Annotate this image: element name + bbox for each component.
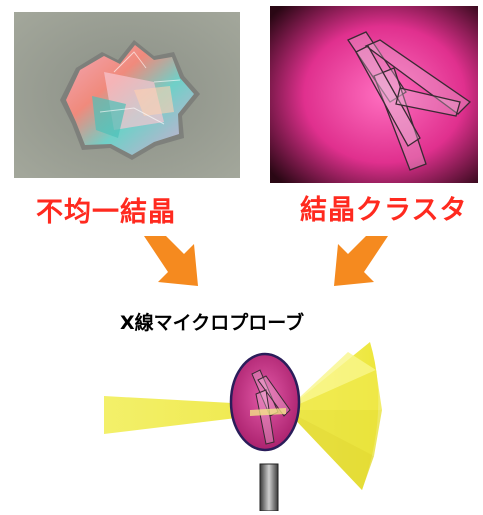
down-arrow-icon — [324, 230, 394, 290]
heterogeneous-crystal-photo — [14, 12, 240, 178]
xray-microprobe-diagram — [90, 330, 470, 511]
microprobe-illustration — [90, 330, 470, 511]
crystal-cluster-image — [270, 6, 478, 183]
crystal-cluster-label: 結晶クラスタ — [300, 188, 467, 227]
heterogeneous-crystal-image — [14, 12, 240, 178]
diffraction-cone — [286, 342, 382, 490]
sample-pin-icon — [260, 464, 278, 511]
crystal-cluster-photo — [270, 6, 478, 183]
down-arrow-icon-right — [324, 230, 394, 290]
heterogeneous-crystal-label: 不均一結晶 — [36, 190, 176, 229]
down-arrow-icon-left — [138, 230, 208, 290]
down-arrow-icon — [138, 230, 208, 290]
